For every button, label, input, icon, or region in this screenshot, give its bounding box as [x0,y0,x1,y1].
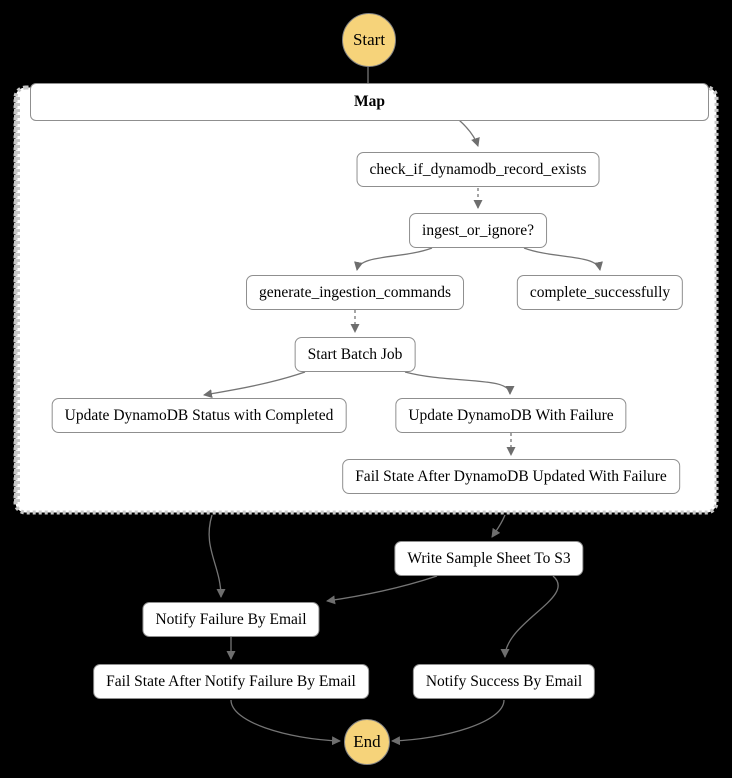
edge-batch-to-update-failure [404,371,515,395]
node-check-if-dynamodb-record-exists: check_if_dynamodb_record_exists [356,152,600,187]
edge-map-to-notify-failure [208,514,226,598]
edge-notify-success-to-end [391,699,505,746]
node-start-batch-job: Start Batch Job [294,337,416,372]
node-write-sample-sheet-to-s3: Write Sample Sheet To S3 [394,541,584,576]
edge-map-to-check [458,119,480,147]
node-update-dynamodb-status-with-completed: Update DynamoDB Status with Completed [51,398,347,433]
node-notify-failure-by-email: Notify Failure By Email [142,602,320,637]
edge-ingest-to-generate [354,247,433,271]
map-header: Map [30,83,709,121]
node-complete-successfully: complete_successfully [516,275,684,310]
end-state: End [344,719,390,765]
edge-failstate-to-end [230,699,341,746]
node-fail-state-after-notify-failure-by-email: Fail State After Notify Failure By Email [93,664,369,699]
edge-write-to-notify-success [500,575,559,658]
edge-ingest-to-complete [523,247,603,271]
node-ingest-or-ignore: ingest_or_ignore? [409,213,547,248]
edge-map-to-write-sheet [491,514,506,538]
edge-write-to-notify-failure [326,575,438,605]
start-state: Start [342,13,396,67]
node-fail-state-after-dynamodb-updated-with-failure: Fail State After DynamoDB Updated With F… [342,459,680,494]
edge-batch-to-update-completed [203,371,306,399]
node-notify-success-by-email: Notify Success By Email [412,664,596,699]
node-update-dynamodb-with-failure: Update DynamoDB With Failure [395,398,627,433]
node-generate-ingestion-commands: generate_ingestion_commands [246,275,464,310]
